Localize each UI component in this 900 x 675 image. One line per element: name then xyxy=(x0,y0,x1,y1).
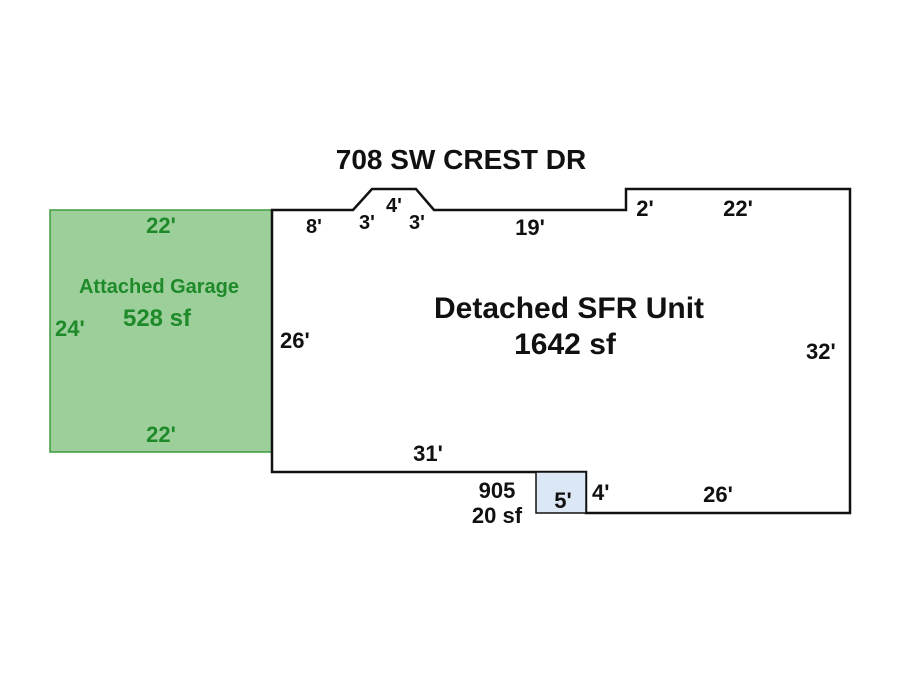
property-address-title: 708 SW CREST DR xyxy=(335,144,587,175)
unit-name: Detached SFR Unit xyxy=(433,292,705,325)
unit-dim-top-right: 22' xyxy=(723,196,753,221)
unit-dim-bottom-left: 31' xyxy=(413,441,443,466)
unit-dim-top-left: 8' xyxy=(306,216,322,238)
garage-name: Attached Garage xyxy=(78,276,240,298)
garage-dim-top: 22' xyxy=(146,213,176,238)
unit-dim-step-bottom: 4' xyxy=(592,480,610,505)
small-area-code: 905 xyxy=(478,478,516,503)
garage-dim-bottom: 22' xyxy=(146,422,176,447)
unit-dim-bay-right: 3' xyxy=(409,212,425,234)
small-area-outline xyxy=(535,471,587,514)
garage-dim-left: 24' xyxy=(55,316,85,341)
garage-area: 528 sf xyxy=(122,305,192,332)
garage-outline xyxy=(49,209,273,453)
unit-dim-right: 32' xyxy=(806,339,836,364)
unit-dim-left: 26' xyxy=(280,328,310,353)
unit-area: 1642 sf xyxy=(514,328,616,361)
unit-dim-step-top: 2' xyxy=(636,196,654,221)
unit-dim-bay-left: 3' xyxy=(359,212,375,234)
unit-dim-bay-top: 4' xyxy=(386,195,402,217)
small-area-size: 20 sf xyxy=(471,503,523,528)
unit-dim-top-mid: 19' xyxy=(515,215,545,240)
unit-dim-bottom-right: 26' xyxy=(703,482,733,507)
small-area-dim: 5' xyxy=(554,488,572,513)
